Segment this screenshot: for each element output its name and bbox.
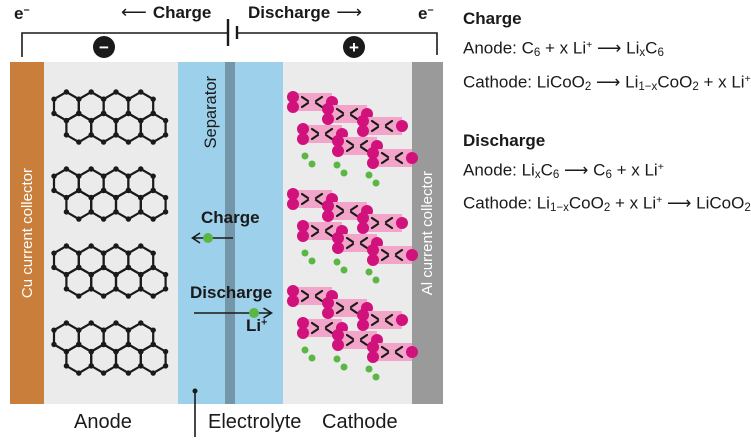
discharge-heading: Discharge bbox=[463, 130, 546, 150]
charge-direction-label: ⟵ Charge bbox=[121, 2, 211, 23]
charge-flow-label: Charge bbox=[201, 208, 260, 227]
negative-terminal-icon: − bbox=[93, 36, 115, 58]
charge-anode-equation: Anode: C6 + x Li+ ⟶ LixC6 bbox=[463, 38, 664, 59]
anode-region bbox=[44, 62, 178, 404]
discharge-flow-label: Discharge bbox=[190, 283, 273, 302]
li-ion-label: Li+ bbox=[246, 316, 268, 335]
discharge-anode-equation: Anode: LixC6 ⟶ C6 + x Li+ bbox=[463, 159, 664, 181]
separator-label: Separator bbox=[201, 75, 220, 149]
discharge-direction-label: Discharge ⟶ bbox=[248, 2, 362, 23]
separator-stripe bbox=[225, 62, 235, 404]
equations-panel: Charge Anode: C6 + x Li+ ⟶ LixC6 Cathode… bbox=[463, 6, 751, 221]
right-arrow-icon: ⟶ bbox=[336, 2, 363, 22]
discharge-direction-text: Discharge bbox=[248, 3, 331, 22]
battery-symbol-icon bbox=[226, 19, 239, 46]
electron-label-left: e− bbox=[14, 4, 30, 23]
negative-sign: − bbox=[99, 37, 109, 57]
cu-collector-label: Cu current collector bbox=[18, 167, 36, 299]
discharge-cathode-equation: Cathode: Li1−xCoO2 + x Li+ ⟶ LiCoO2 bbox=[463, 193, 751, 215]
al-collector-label: Al current collector bbox=[419, 170, 436, 296]
cathode-region bbox=[283, 62, 412, 404]
electrolyte-label: Electrolyte bbox=[208, 411, 302, 433]
positive-sign: + bbox=[349, 37, 359, 57]
anode-label: Anode bbox=[74, 411, 132, 433]
positive-terminal-icon: + bbox=[343, 36, 365, 58]
charge-heading: Charge bbox=[463, 9, 522, 28]
cathode-label: Cathode bbox=[322, 411, 398, 433]
left-arrow-icon: ⟵ bbox=[121, 2, 147, 22]
electron-label-right: e− bbox=[418, 4, 434, 23]
cu-current-collector-bar bbox=[10, 62, 44, 404]
charge-direction-text: Charge bbox=[152, 3, 212, 22]
circuit-wire bbox=[21, 32, 438, 57]
charge-cathode-equation: Cathode: LiCoO2 ⟶ Li1−xCoO2 + x Li+ bbox=[463, 72, 751, 93]
